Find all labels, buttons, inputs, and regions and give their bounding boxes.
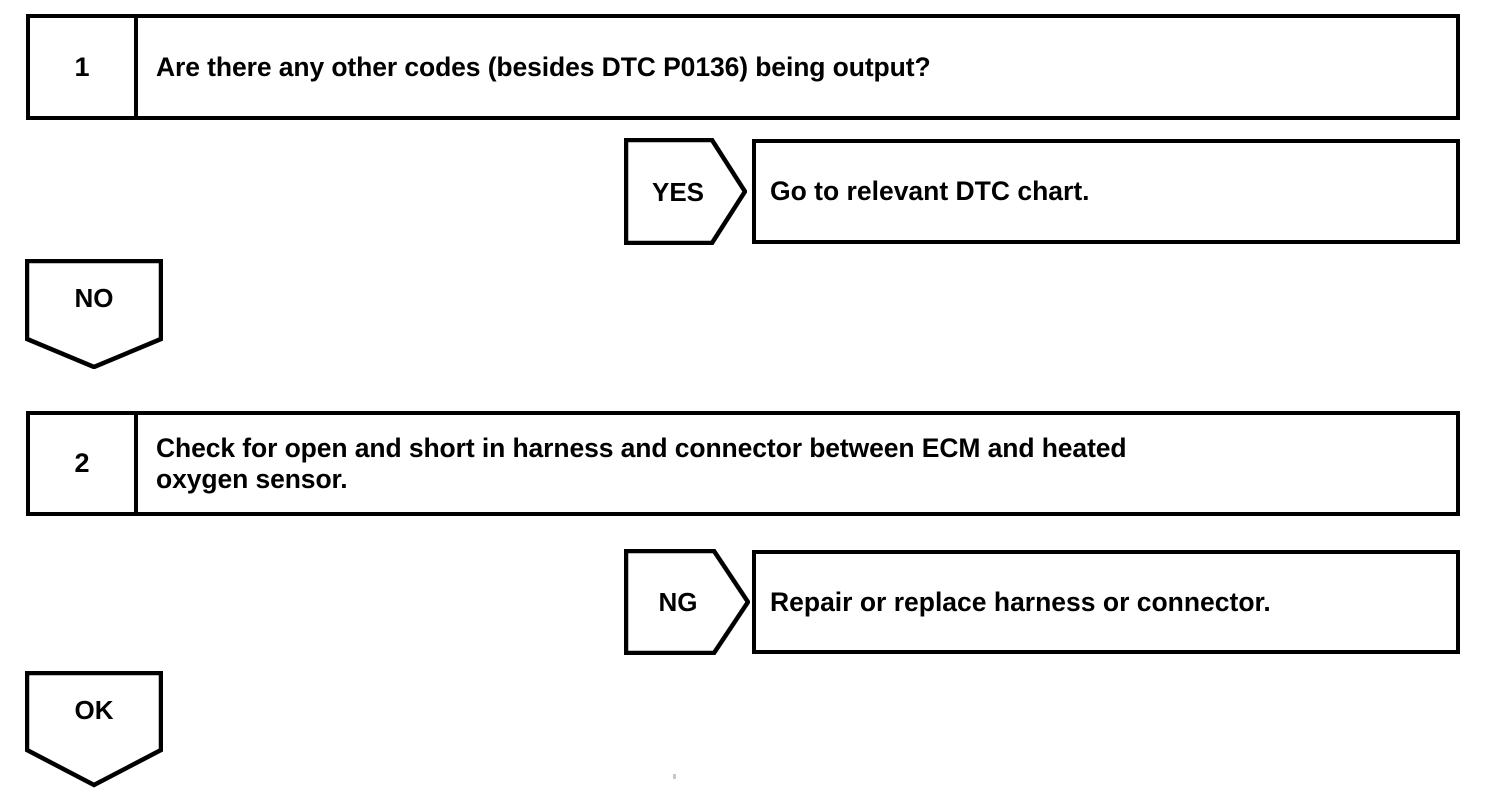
- step-text-2: Check for open and short in harness and …: [156, 415, 1444, 512]
- step-number-2: 2: [74, 448, 90, 478]
- branch-arrow-ok[interactable]: OK: [25, 671, 163, 789]
- pentagon-down-shape: [25, 259, 163, 369]
- step-text-line: Are there any other codes (besides DTC P…: [156, 51, 931, 82]
- pentagon-right-shape: [624, 549, 750, 655]
- step-box-1[interactable]: 1 Are there any other codes (besides DTC…: [26, 14, 1460, 120]
- branch-arrow-label-no: NO: [74, 283, 114, 313]
- branch-arrow-no[interactable]: NO: [25, 259, 163, 369]
- step-number-cell-2: 2: [30, 415, 138, 512]
- branch-arrow-label-ok: OK: [74, 695, 114, 725]
- branch-arrow-ng[interactable]: NG: [624, 549, 750, 655]
- result-box-ng[interactable]: Repair or replace harness or connector.: [752, 550, 1460, 654]
- step-number-cell-1: 1: [30, 18, 138, 116]
- step-box-2[interactable]: 2 Check for open and short in harness an…: [26, 411, 1460, 516]
- branch-arrow-label-yes: YES: [651, 176, 705, 207]
- branch-arrow-yes[interactable]: YES: [624, 138, 747, 245]
- result-text-ng: Repair or replace harness or connector.: [770, 586, 1271, 617]
- pentagon-right-shape: [624, 138, 747, 245]
- step-text-line: Check for open and short in harness and …: [156, 432, 1127, 463]
- result-box-yes[interactable]: Go to relevant DTC chart.: [752, 139, 1460, 244]
- scan-speck: [673, 774, 676, 779]
- pentagon-down-shape: [25, 671, 163, 788]
- result-text-yes: Go to relevant DTC chart.: [770, 176, 1090, 207]
- step-text-line: oxygen sensor.: [156, 463, 348, 494]
- step-number-1: 1: [74, 51, 90, 82]
- step-text-1: Are there any other codes (besides DTC P…: [156, 18, 1444, 116]
- branch-arrow-label-ng: NG: [658, 587, 698, 617]
